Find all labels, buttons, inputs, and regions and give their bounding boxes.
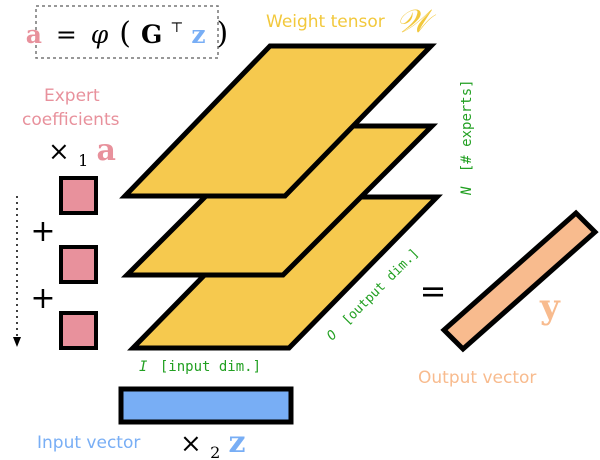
n-axis-label: N [# experts]	[459, 79, 475, 196]
mode1-product: × 1 a	[48, 133, 116, 173]
i-axis-label: I [input dim.]	[139, 359, 261, 375]
plus-sign-1: +	[30, 214, 55, 249]
formula-phi: φ	[91, 20, 109, 49]
plus-sign-2: +	[30, 281, 55, 316]
formula-transpose: ⊤	[170, 20, 183, 36]
mode2-sub: 2	[210, 443, 220, 460]
n-axis-var: N	[459, 186, 475, 196]
formula: a = φ ( G ⊤ z )	[26, 9, 229, 51]
mode1-sub: 1	[78, 151, 88, 170]
formula-box	[35, 5, 219, 59]
mode1-times: ×	[48, 137, 70, 167]
output-symbol-y: y	[539, 287, 561, 327]
coefficient-square-1	[59, 176, 98, 215]
i-axis-var: I	[139, 359, 148, 375]
i-axis-text: [input dim.]	[160, 359, 261, 375]
formula-G: G	[141, 20, 162, 49]
dotted-down-arrow-icon	[13, 196, 21, 347]
o-axis-var: O	[324, 328, 340, 344]
formula-close: )	[217, 16, 229, 51]
tensor-slice-1	[119, 43, 437, 199]
weight-tensor-symbol: 𝒲	[396, 2, 437, 40]
output-vector-bar	[440, 209, 599, 353]
input-vector-label: Input vector	[37, 433, 140, 453]
expert-coefficients-label-2: coefficients	[22, 110, 120, 130]
output-vector-label: Output vector	[418, 368, 536, 388]
mode2-product: × 2 z	[180, 425, 246, 460]
formula-open: (	[119, 16, 131, 51]
mode1-vec: a	[97, 133, 116, 168]
formula-lhs: a	[26, 20, 42, 49]
coefficient-square-3	[59, 311, 98, 350]
coefficient-square-2	[59, 245, 98, 284]
n-axis-text: [# experts]	[459, 79, 475, 172]
weight-tensor-label: Weight tensor	[266, 12, 385, 32]
mode2-vec: z	[229, 425, 246, 460]
formula-z: z	[191, 20, 205, 49]
input-vector-bar	[118, 386, 294, 425]
formula-equals: =	[56, 20, 77, 49]
mode2-times: ×	[180, 429, 202, 459]
equals-sign: =	[420, 272, 447, 310]
expert-coefficients-label-1: Expert	[44, 86, 100, 106]
